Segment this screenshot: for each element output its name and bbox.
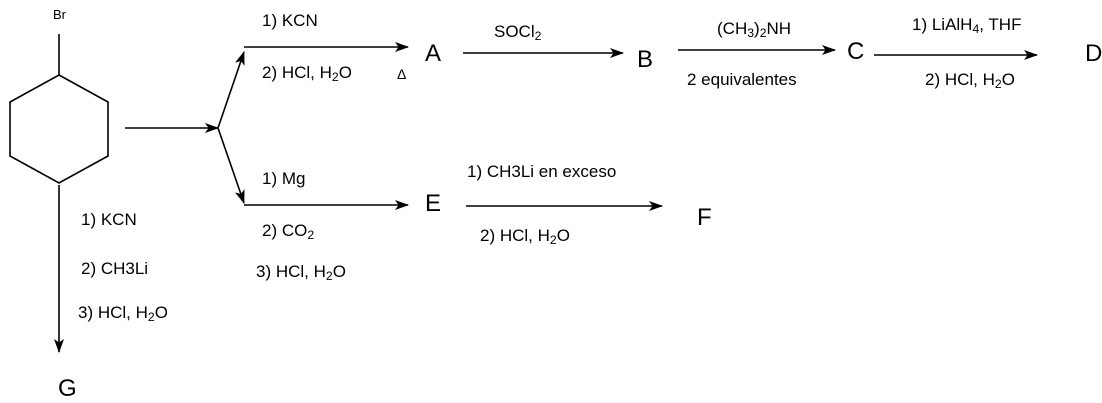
compound-A: A	[425, 40, 442, 67]
reagent-to-G-step3: 3) HCl, H2O	[78, 303, 168, 325]
reagent-A-to-B: SOCl2	[494, 22, 542, 44]
reagent-to-G-step1: 1) KCN	[81, 210, 137, 229]
compound-B: B	[637, 46, 654, 73]
bromine-label: Br	[53, 7, 66, 22]
reagent-B-to-C-step2: 2 equivalentes	[687, 70, 797, 89]
cyclohexane-ring	[9, 74, 109, 184]
heat-symbol: Δ	[397, 66, 407, 82]
reagent-to-A-step1: 1) KCN	[262, 11, 318, 30]
reagent-B-to-C-step1: (CH3)2NH	[717, 19, 792, 41]
reagent-to-A-step2: 2) HCl, H2O	[262, 63, 352, 85]
arrow-branch-down	[217, 127, 245, 204]
compound-E: E	[425, 190, 442, 217]
compound-D: D	[1085, 40, 1102, 67]
reagent-to-G-step2: 2) CH3Li	[81, 259, 149, 278]
reagent-C-to-D-step1: 1) LiAlH4, THF	[912, 15, 1022, 37]
reagent-to-E-step2: 2) CO2	[262, 221, 315, 243]
reagent-to-E-step3: 3) HCl, H2O	[256, 262, 346, 284]
compound-F: F	[697, 204, 712, 231]
reagent-E-to-F-step2: 2) HCl, H2O	[480, 226, 570, 248]
compound-G: G	[58, 375, 77, 402]
arrow-branch-up	[217, 51, 245, 129]
reagent-to-E-step1: 1) Mg	[262, 169, 306, 188]
reagent-C-to-D-step2: 2) HCl, H2O	[925, 70, 1015, 92]
compound-C: C	[847, 38, 865, 65]
reagent-E-to-F-step1: 1) CH3Li en exceso	[467, 162, 617, 181]
